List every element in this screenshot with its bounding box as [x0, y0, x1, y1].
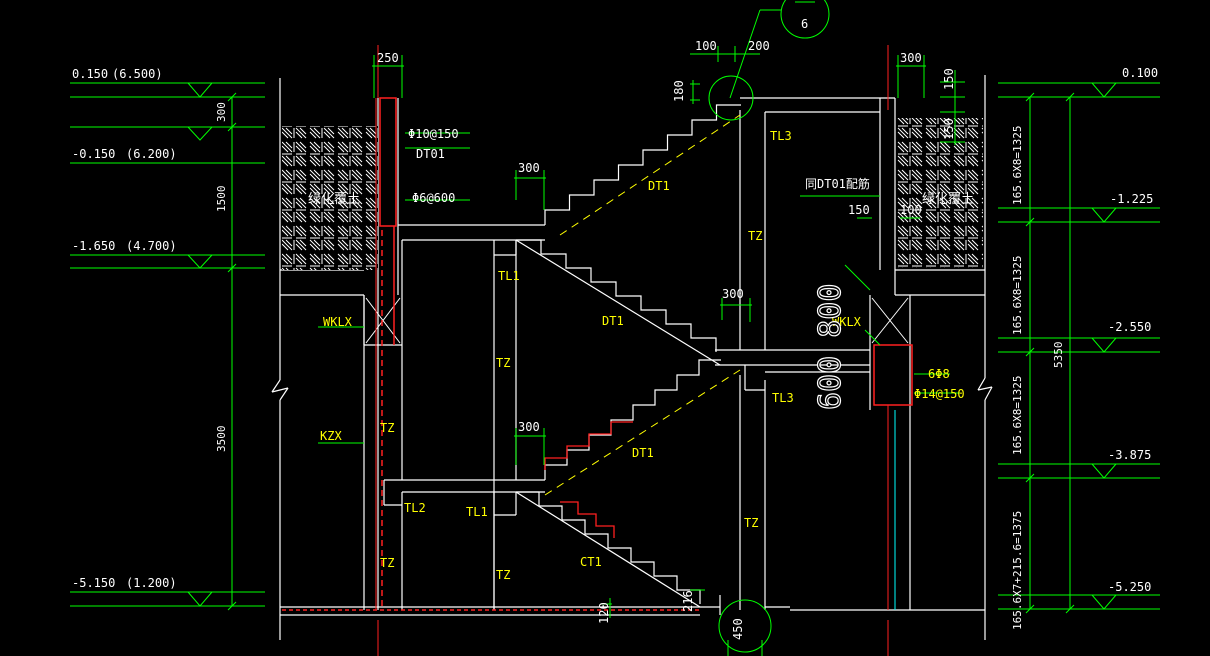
stair-rebar [544, 421, 633, 538]
elev-right-2: -2.550 [1108, 320, 1151, 334]
dim-250: 250 [377, 51, 399, 65]
elev-right-0: 0.100 [1122, 66, 1158, 80]
label-wklx-left: WKLX [323, 315, 353, 329]
label-dt1-mid: DT1 [602, 314, 624, 328]
soil-labels: 绿化覆土 绿化覆土 [308, 192, 974, 207]
label-tl3-mid: TL3 [772, 391, 794, 405]
rebar-left-3: Φ6@600 [412, 191, 455, 205]
label-tz-left: TZ [380, 421, 394, 435]
dim-200-top: 200 [748, 39, 770, 53]
dim-100-top: 100 [695, 39, 717, 53]
dim-216: 216 [681, 590, 695, 612]
stair-flight-4 [516, 491, 701, 604]
elev-left-1: -0.150 [72, 147, 115, 161]
label-dt1-low: DT1 [632, 446, 654, 460]
stair-flight-3 [544, 359, 721, 480]
dim-3500: 3500 [215, 426, 228, 453]
soil-label-left: 绿化覆土 [308, 192, 360, 207]
dimension-lines [70, 0, 1160, 656]
left-dimensions: 300 1500 3500 [215, 102, 228, 452]
elev-right-4: -5.250 [1108, 580, 1151, 594]
dim-100-right: 100 [900, 203, 922, 217]
elev-left-3: -5.150 [72, 576, 115, 590]
label-ct1: CT1 [580, 555, 602, 569]
rebar-right [377, 45, 913, 656]
dim-300-mid: 300 [722, 287, 744, 301]
rebar-note: 同DT01配筋 [805, 176, 870, 191]
label-tl1-upper: TL1 [498, 269, 520, 283]
dim-flight-2: 165.6X8=1325 [1011, 256, 1024, 335]
elev-left-1-paren: (6.200) [126, 147, 177, 161]
dim-flight-1: 165.6X8=1325 [1011, 126, 1024, 205]
rebar-right-2: Φ14@150 [914, 387, 965, 401]
label-wklx-right: WKLX [832, 315, 862, 329]
stair-rebar-1 [544, 421, 633, 470]
label-tl1-lower: TL1 [466, 505, 488, 519]
dim-150-right: 150 [848, 203, 870, 217]
elev-left-3-paren: (1.200) [126, 576, 177, 590]
dim-flight-4: 165.6X7+215.6=1375 [1011, 511, 1024, 630]
elev-right-3: -3.875 [1108, 448, 1151, 462]
dim-300-top: 300 [900, 51, 922, 65]
elev-left-0-paren: (6.500) [112, 67, 163, 81]
right-dimensions: 165.6X8=1325 165.6X8=1325 165.6X8=1325 1… [1011, 126, 1065, 630]
elev-right-1: -1.225 [1110, 192, 1153, 206]
dim-150-top: 150 [942, 68, 956, 90]
dim-1500: 1500 [215, 186, 228, 213]
stair-rebar-2 [560, 501, 615, 538]
label-tl2: TL2 [404, 501, 426, 515]
dim-300-left: 300 [215, 102, 228, 122]
soil-hatch-right [897, 118, 983, 268]
rebar-left [282, 97, 700, 611]
rebar-right-1: 6Φ8 [928, 367, 950, 381]
soil-hatch-left [282, 126, 378, 270]
label-kzx: KZX [320, 429, 342, 443]
circle-mark: 6 [801, 17, 808, 31]
rebar-labels: Φ10@150 DT01 Φ6@600 同DT01配筋 [408, 127, 870, 205]
elev-left-2-paren: (4.700) [126, 239, 177, 253]
stair-soffits [515, 239, 721, 608]
label-tz-bottom-mid: TZ [496, 568, 510, 582]
top-dimensions: 250 100 200 300 150 150 180 300 300 300 … [377, 17, 956, 640]
dim-120: 120 [597, 602, 611, 624]
left-elevations: 0.150 (6.500) -0.150 (6.200) -1.650 (4.7… [72, 67, 177, 590]
right-elevations: 0.100 -1.225 -2.550 -3.875 -5.250 [1108, 66, 1158, 594]
dim-450: 450 [731, 618, 745, 640]
label-tz-center-low: TZ [744, 516, 758, 530]
dim-total: 5350 [1052, 342, 1065, 369]
label-tz-bottom-left: TZ [380, 556, 394, 570]
stair-slope-lines [544, 114, 741, 496]
label-tz-center-top: TZ [748, 229, 762, 243]
stair-flight-1 [544, 104, 741, 225]
dim-150-small: 150 [942, 118, 956, 140]
stair-flights [516, 104, 741, 604]
dim-300-upper: 300 [518, 161, 540, 175]
rebar-left-1: Φ10@150 [408, 127, 459, 141]
stair-flight-2 [516, 239, 717, 352]
dim-flight-3: 165.6X8=1325 [1011, 376, 1024, 455]
label-dt1-top: DT1 [648, 179, 670, 193]
elev-left-2: -1.650 [72, 239, 115, 253]
elev-left-0: 0.150 [72, 67, 108, 81]
dim-300-lower: 300 [518, 420, 540, 434]
label-tl3-top: TL3 [770, 129, 792, 143]
rebar-labels-yellow: 6Φ8 Φ14@150 [914, 367, 965, 401]
rebar-left-2: DT01 [416, 147, 445, 161]
member-labels: TL3 DT1 TZ TL1 DT1 WKLX WKLX TZ TL3 TZ K… [320, 129, 862, 582]
big-number-label: 600 800 [813, 284, 848, 410]
dim-180: 180 [672, 80, 686, 102]
soil-label-right: 绿化覆土 [922, 192, 974, 207]
label-tz-mid: TZ [496, 356, 510, 370]
